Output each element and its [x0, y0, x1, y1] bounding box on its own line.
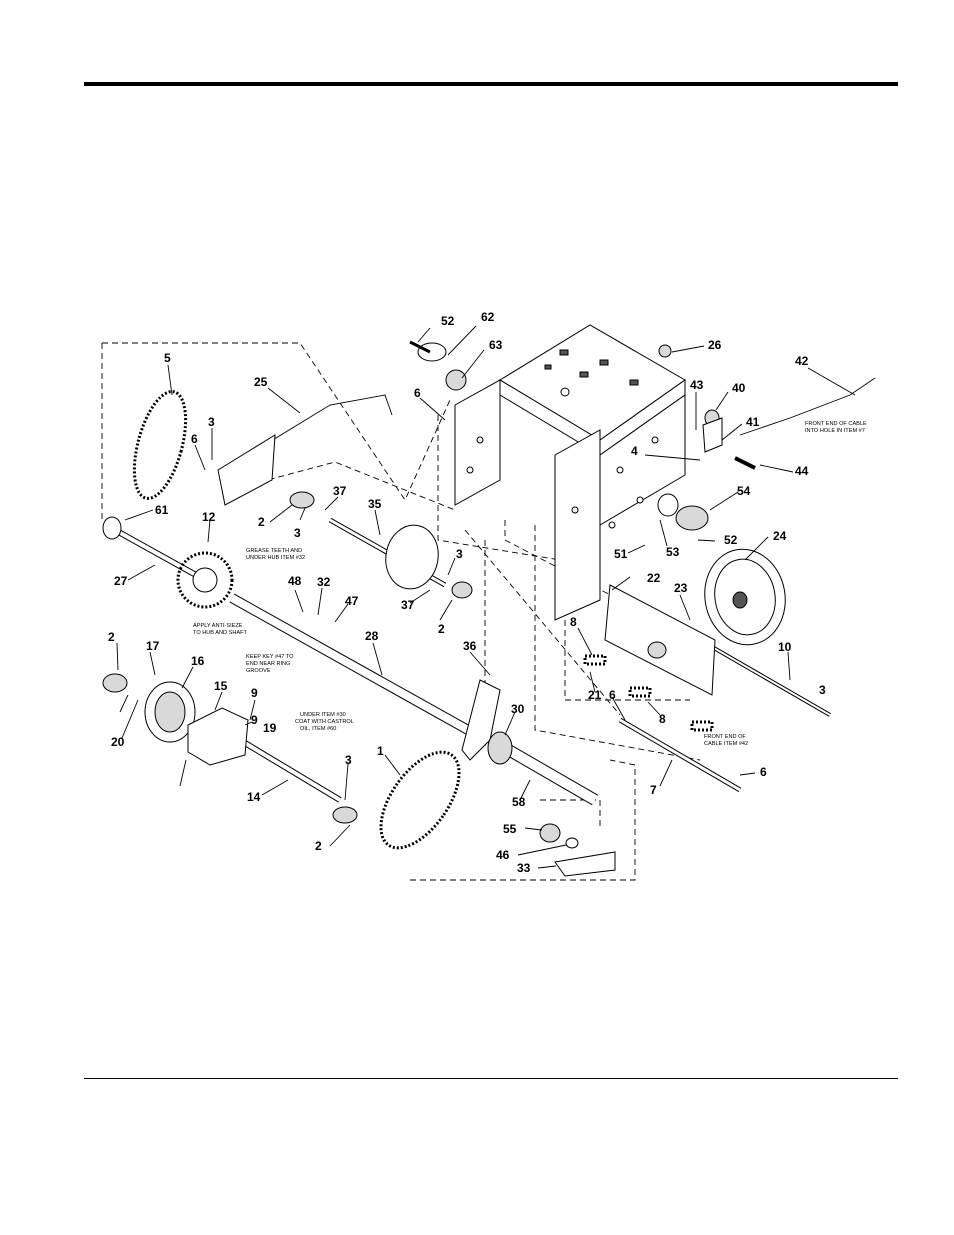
note-cable-hole-line2: INTO HOLE IN ITEM #7 — [805, 428, 865, 434]
label-63: 63 — [489, 338, 503, 352]
label-37: 37 — [333, 484, 347, 498]
label-53: 53 — [666, 545, 680, 559]
label-42: 42 — [795, 354, 809, 368]
label-24: 24 — [773, 529, 787, 543]
label-5: 5 — [164, 351, 171, 365]
note-grease-line1: GREASE TEETH AND — [246, 548, 302, 554]
label-41: 41 — [746, 415, 760, 429]
chain-1 — [379, 750, 461, 850]
label-47: 47 — [345, 594, 359, 608]
main-frame — [454, 324, 686, 621]
label-58: 58 — [512, 795, 526, 809]
label-9: 9 — [251, 686, 258, 700]
label-32: 32 — [317, 575, 331, 589]
label-26: 26 — [708, 338, 722, 352]
label-1: 1 — [377, 744, 384, 758]
label-20: 20 — [111, 735, 125, 749]
label-17: 17 — [146, 639, 160, 653]
label-8: 8 — [570, 615, 577, 629]
label-2: 2 — [108, 630, 115, 644]
label-2: 2 — [258, 515, 265, 529]
label-27: 27 — [114, 574, 128, 588]
label-46: 46 — [496, 848, 510, 862]
label-15: 15 — [214, 679, 228, 693]
label-4: 4 — [631, 444, 638, 458]
label-62: 62 — [481, 310, 495, 324]
label-6: 6 — [609, 688, 616, 702]
label-3: 3 — [208, 415, 215, 429]
label-19: 19 — [263, 721, 277, 735]
assembly-notes: FRONT END OF CABLE INTO HOLE IN ITEM #7 … — [193, 421, 867, 747]
label-22: 22 — [647, 571, 661, 585]
note-keep-key-line2: END NEAR RING — [246, 661, 290, 667]
label-40: 40 — [732, 381, 746, 395]
label-52: 52 — [441, 314, 455, 328]
label-55: 55 — [503, 822, 517, 836]
note-anti-sieze-line2: TO HUB AND SHAFT — [193, 630, 248, 636]
leader-lines — [116, 325, 856, 869]
label-16: 16 — [191, 654, 205, 668]
label-10: 10 — [778, 640, 792, 654]
note-castrol-line3: OIL, ITEM #60 — [300, 726, 336, 732]
label-12: 12 — [202, 510, 216, 524]
label-7: 7 — [650, 783, 657, 797]
label-3: 3 — [345, 753, 352, 767]
footer-rule — [84, 1078, 898, 1079]
label-37: 37 — [401, 598, 415, 612]
assembly-dash-lines — [101, 342, 701, 881]
label-33: 33 — [517, 861, 531, 875]
label-6: 6 — [191, 432, 198, 446]
label-48: 48 — [288, 574, 302, 588]
note-front-cable-line1: FRONT END OF — [704, 734, 746, 740]
label-30: 30 — [511, 702, 525, 716]
note-anti-sieze-line1: APPLY ANTI-SIEZE — [193, 623, 243, 629]
label-43: 43 — [690, 378, 704, 392]
label-3: 3 — [456, 547, 463, 561]
label-8: 8 — [659, 712, 666, 726]
note-grease-line2: UNDER HUB ITEM #32 — [246, 555, 305, 561]
note-castrol-line2: COAT WITH CASTROL — [295, 719, 354, 725]
note-front-cable-line2: CABLE ITEM #42 — [704, 741, 748, 747]
label-52: 52 — [724, 533, 738, 547]
label-6: 6 — [414, 386, 421, 400]
components — [102, 340, 876, 877]
label-3: 3 — [294, 526, 301, 540]
label-21: 21 — [588, 688, 602, 702]
label-54: 54 — [737, 484, 751, 498]
label-9: 9 — [251, 713, 258, 727]
label-35: 35 — [368, 497, 382, 511]
label-2: 2 — [315, 839, 322, 853]
label-61: 61 — [155, 503, 169, 517]
label-2: 2 — [438, 622, 445, 636]
shafts — [113, 517, 831, 806]
label-44: 44 — [795, 464, 809, 478]
label-28: 28 — [365, 629, 379, 643]
note-castrol-line1: UNDER ITEM #30 — [300, 712, 346, 718]
label-36: 36 — [463, 639, 477, 653]
part-number-labels: 52 62 63 26 42 5 25 6 43 40 41 3 6 4 44 … — [108, 310, 826, 875]
label-14: 14 — [247, 790, 261, 804]
note-keep-key-line3: GROOVE — [246, 668, 271, 674]
note-keep-key-line1: KEEP KEY #47 TO — [246, 654, 294, 660]
label-6: 6 — [760, 765, 767, 779]
label-51: 51 — [614, 547, 628, 561]
note-cable-hole-line1: FRONT END OF CABLE — [805, 421, 867, 427]
label-6: 3 — [819, 683, 826, 697]
chain-5 — [132, 390, 188, 500]
label-25: 25 — [254, 375, 268, 389]
header-rule — [84, 82, 898, 86]
label-23: 23 — [674, 581, 688, 595]
